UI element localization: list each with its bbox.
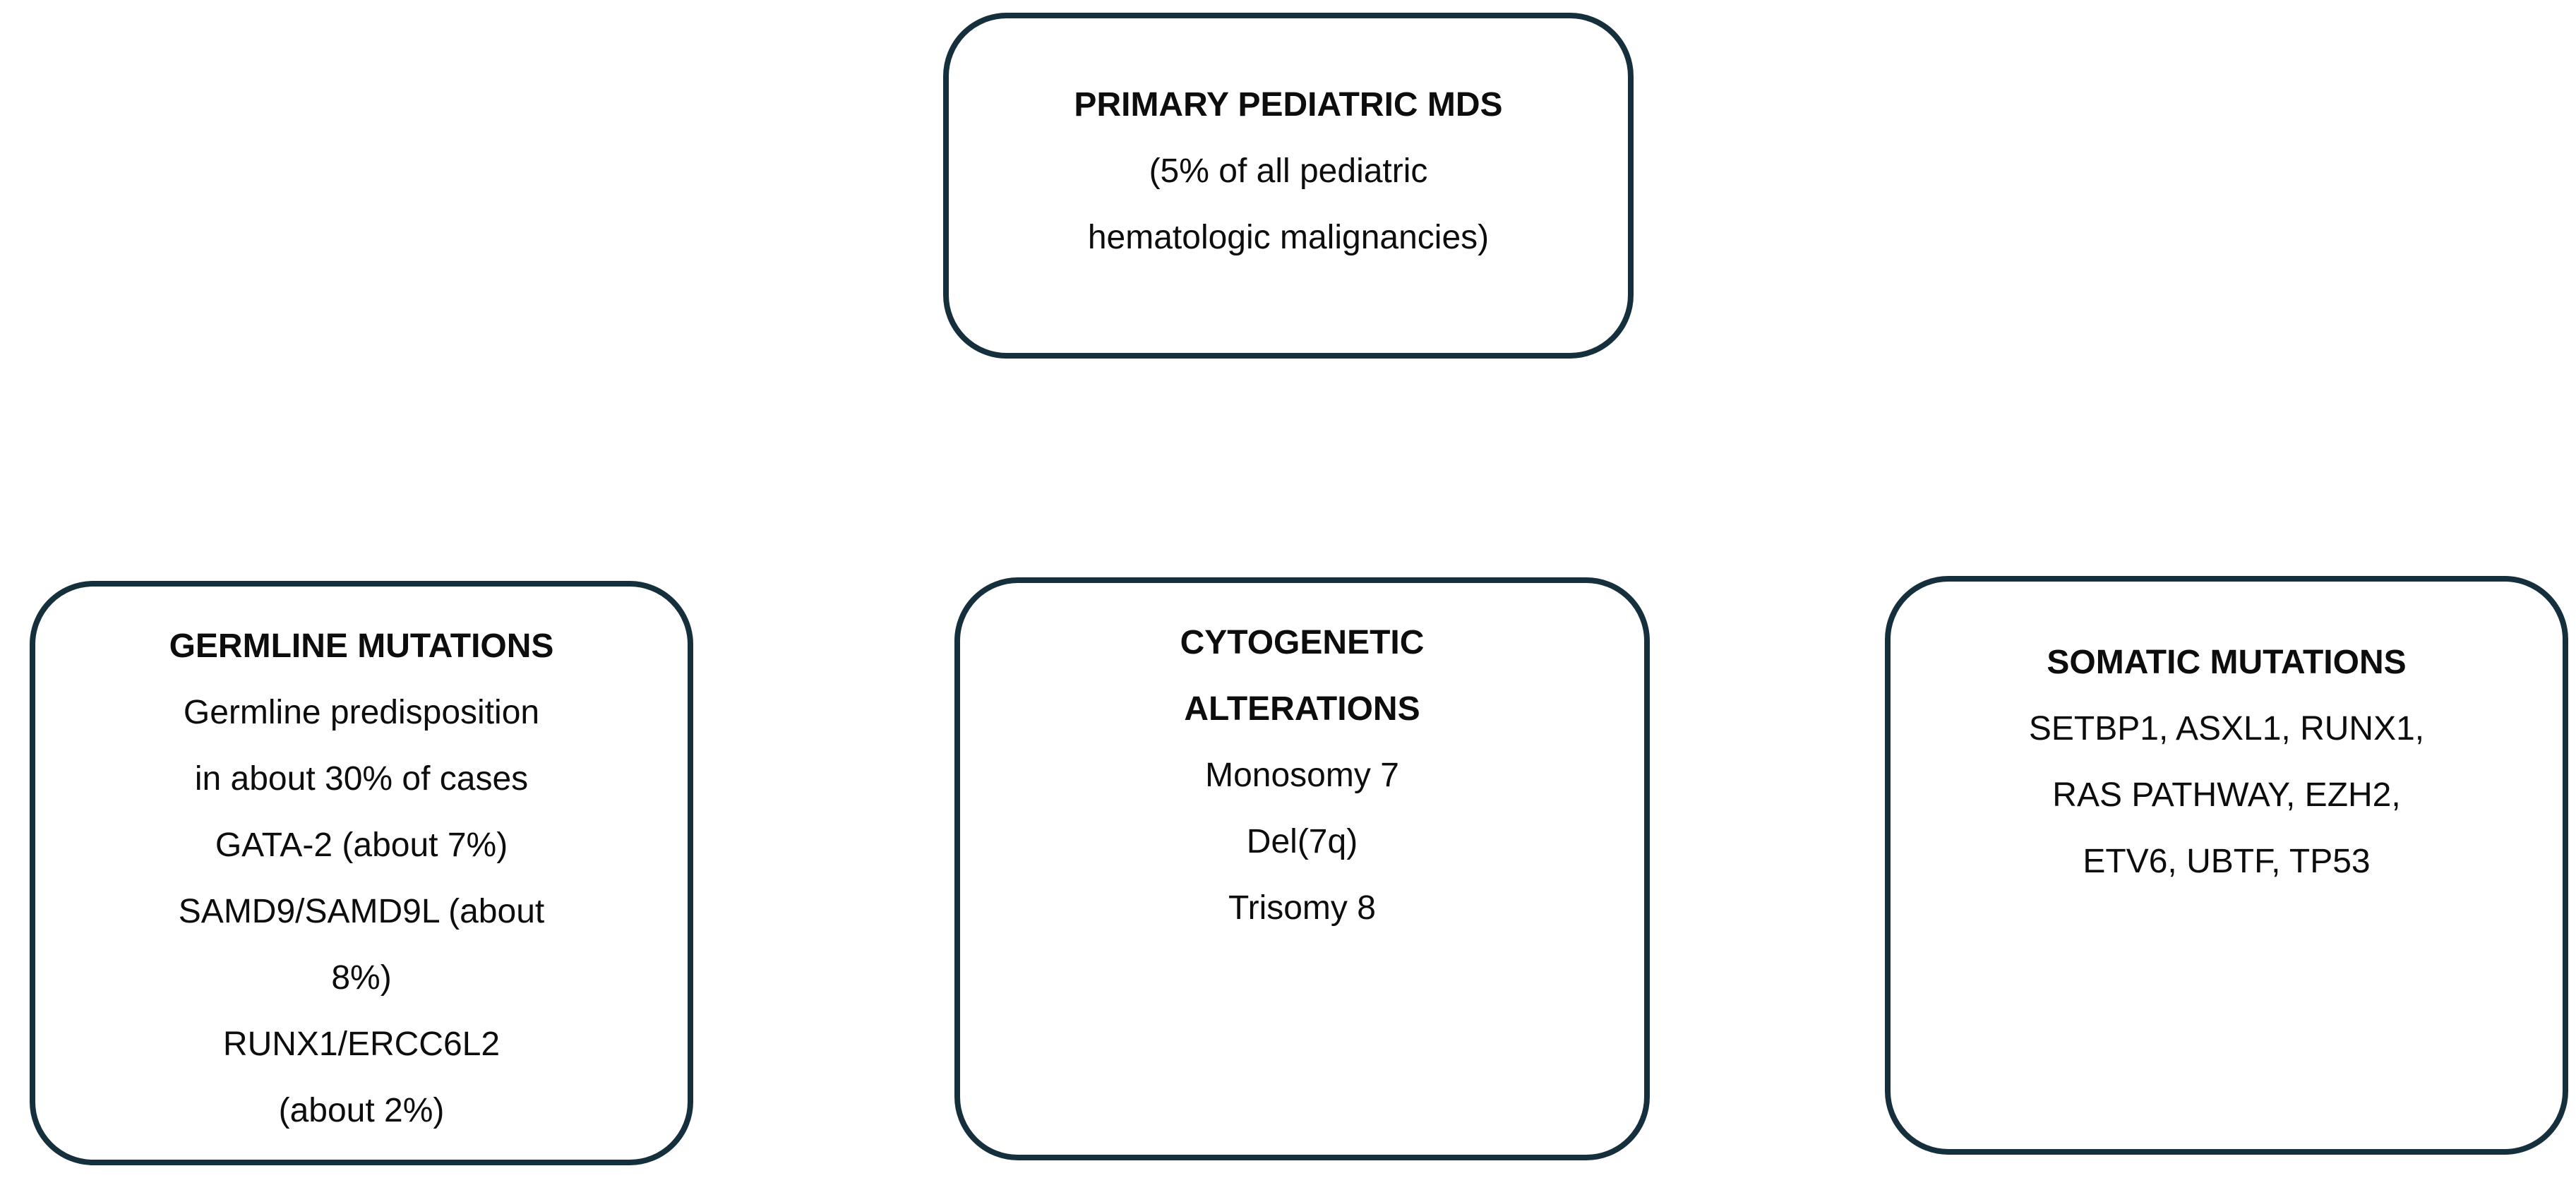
- text-line: hematologic malignancies): [1087, 219, 1490, 256]
- text-line: GATA-2 (about 7%): [215, 827, 508, 864]
- text-line: in about 30% of cases: [194, 760, 529, 798]
- box-cytogenetic-alterations: CYTOGENETIC ALTERATIONS Monosomy 7 Del(7q)…: [954, 577, 1650, 1160]
- text-line: (5% of all pediatric: [1149, 152, 1428, 190]
- text-line: ALTERATIONS: [1184, 690, 1420, 728]
- box-germline-title: GERMLINE MUTATIONS: [55, 613, 668, 680]
- text-line: Germline predisposition: [183, 694, 540, 731]
- box-primary-pediatric-mds: PRIMARY PEDIATRIC MDS (5% of all pediatr…: [943, 13, 1634, 359]
- text-line: Del(7q): [1246, 823, 1358, 860]
- box-somatic-title: SOMATIC MUTATIONS: [1910, 630, 2543, 696]
- text-line: RUNX1/ERCC6L2: [222, 1026, 501, 1063]
- box-cytogenetic-title: CYTOGENETIC ALTERATIONS: [980, 610, 1624, 743]
- text-line: SETBP1, ASXL1, RUNX1,: [2028, 710, 2425, 747]
- text-line: PRIMARY PEDIATRIC MDS: [1074, 86, 1503, 124]
- text-line: ETV6, UBTF, TP53: [2083, 843, 2371, 880]
- text-line: (about 2%): [278, 1092, 445, 1129]
- box-primary-title: PRIMARY PEDIATRIC MDS: [969, 72, 1608, 138]
- text-line: 8%): [331, 959, 392, 997]
- box-primary-body: (5% of all pediatric hematologic malignan…: [969, 138, 1608, 271]
- text-line: RAS PATHWAY, EZH2,: [2052, 776, 2401, 814]
- box-somatic-mutations: SOMATIC MUTATIONS SETBP1, ASXL1, RUNX1, R…: [1885, 576, 2568, 1155]
- text-line: GERMLINE MUTATIONS: [169, 627, 554, 665]
- text-line: SAMD9/SAMD9L (about: [178, 893, 545, 930]
- box-germline-body: Germline predisposition in about 30% of c…: [55, 680, 668, 1144]
- box-germline-mutations: GERMLINE MUTATIONS Germline predispositi…: [30, 581, 693, 1165]
- box-cytogenetic-body: Monosomy 7 Del(7q) Trisomy 8: [980, 743, 1624, 942]
- text-line: SOMATIC MUTATIONS: [2047, 644, 2407, 681]
- text-line: CYTOGENETIC: [1180, 624, 1425, 661]
- text-line: Monosomy 7: [1205, 757, 1399, 794]
- box-somatic-body: SETBP1, ASXL1, RUNX1, RAS PATHWAY, EZH2, E…: [1910, 696, 2543, 895]
- text-line: Trisomy 8: [1228, 889, 1376, 927]
